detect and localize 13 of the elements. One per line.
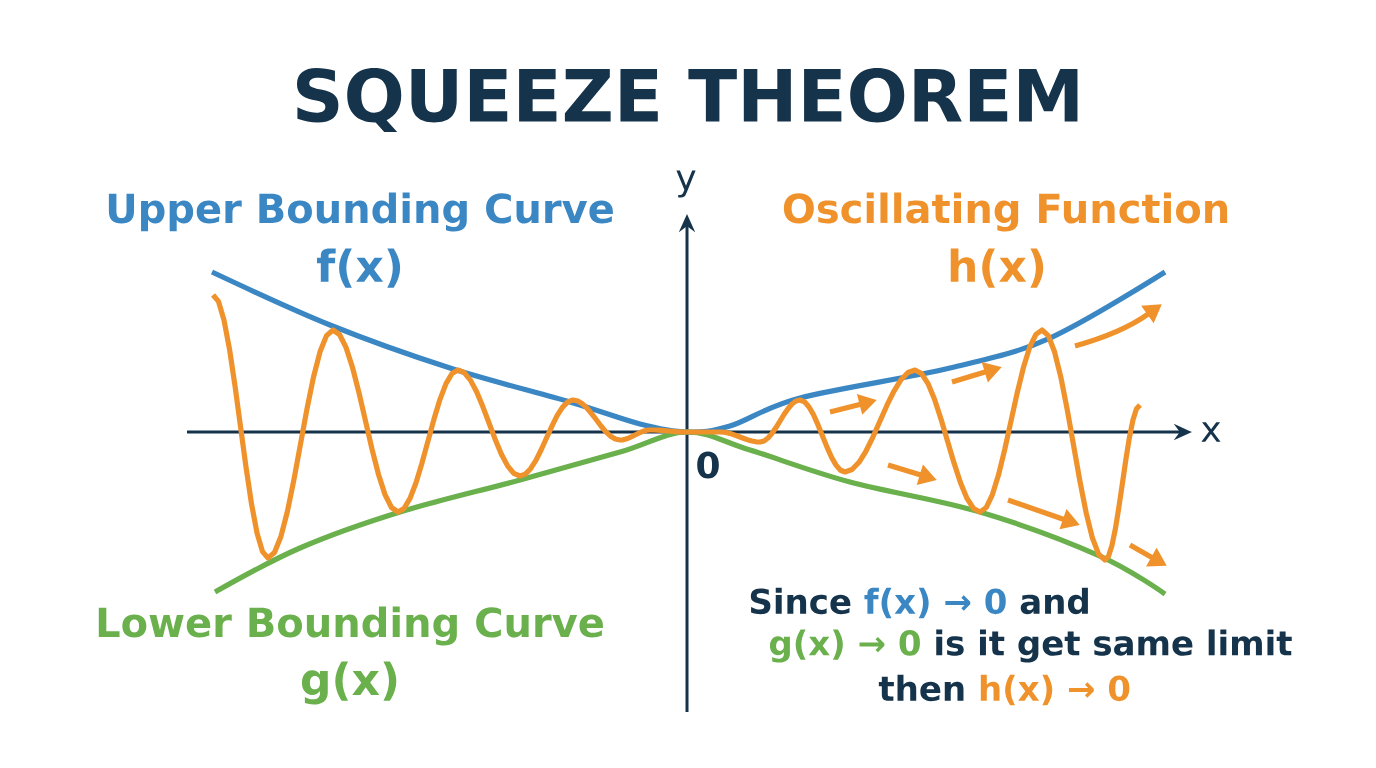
title: SQUEEZE THEOREM	[297, 68, 1078, 132]
axis-label: y	[676, 170, 696, 198]
function-label: f(x)	[317, 248, 401, 288]
note-text: Since f(x) → 0 and	[750, 587, 1088, 619]
note-text: then h(x) → 0	[878, 674, 1130, 706]
curve-label: Lower Bounding Curve	[98, 606, 603, 646]
function-label: g(x)	[301, 661, 397, 705]
curve-label: Upper Bounding Curve	[108, 192, 613, 232]
curve-label: Oscillating Function	[783, 192, 1228, 232]
note-text: g(x) → 0 is it get same limit	[769, 629, 1292, 663]
origin-label: 0	[697, 451, 719, 479]
function-label: h(x)	[950, 248, 1044, 288]
axis-label: x	[1201, 422, 1221, 442]
